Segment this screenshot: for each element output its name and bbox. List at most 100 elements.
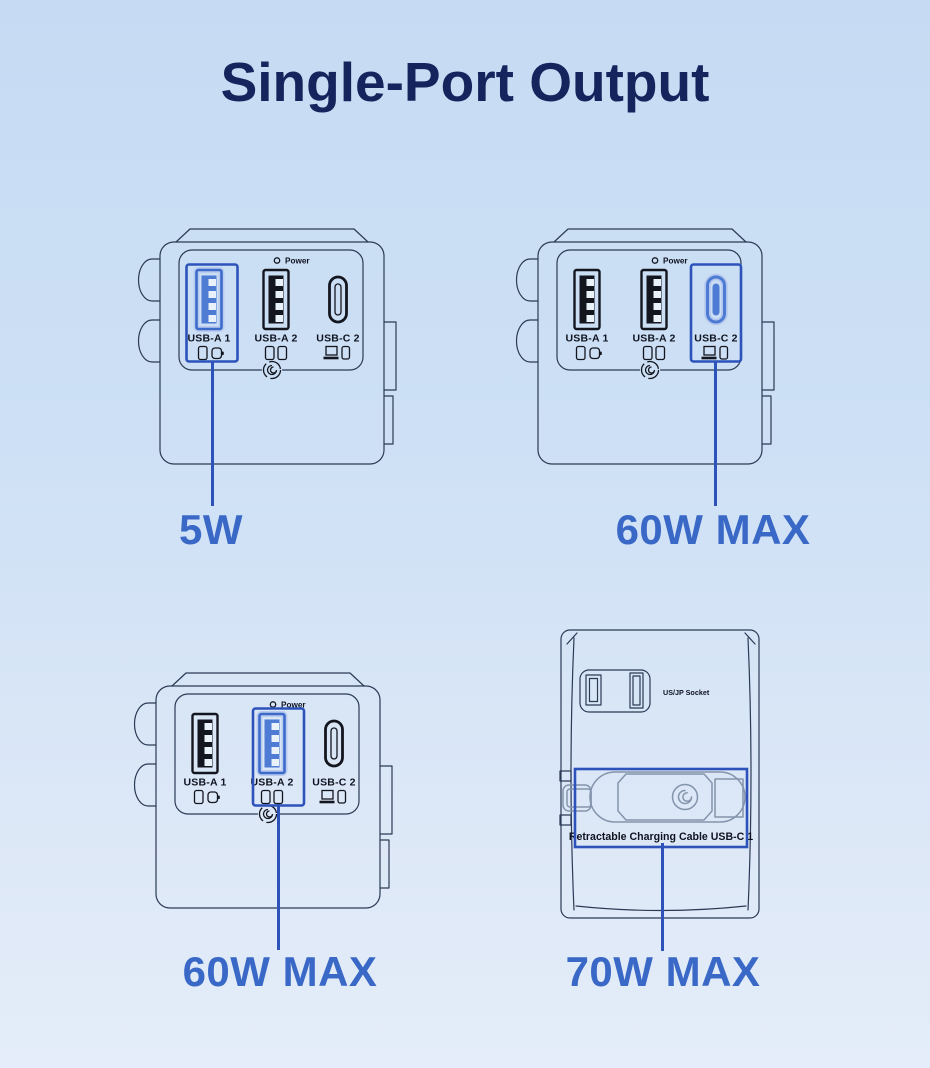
wattage-label-usb-a2: 60W MAX — [182, 948, 378, 995]
brand-swirl-icon — [671, 783, 699, 811]
watch-icon — [207, 791, 219, 804]
socket-slot-left — [585, 674, 602, 706]
page-title: Single-Port Output — [220, 51, 710, 113]
eu-pin-top — [515, 258, 539, 302]
usb-a1-port: USB-A 1 — [183, 712, 226, 805]
phone-icon — [197, 345, 208, 361]
usb-a1-port-highlighted: USB-A 1 — [187, 267, 230, 361]
body-top-face — [175, 228, 369, 243]
phone-icon — [277, 345, 288, 361]
watch-crown — [217, 795, 220, 800]
adapter-body — [137, 228, 397, 465]
laptop-icon — [703, 345, 716, 356]
phone-icon — [655, 345, 666, 361]
wattage-label-usb-c2: 60W MAX — [615, 506, 811, 553]
port-label: USB-A 2 — [254, 333, 297, 345]
adapter-figure-usb-a2: Power USB-A 1 — [126, 670, 398, 927]
brand-swirl-icon — [262, 360, 282, 380]
phone-icon — [264, 345, 275, 361]
usb-a-contact-block — [579, 275, 595, 324]
brand-logo — [258, 804, 278, 824]
usb-c-port-outline — [706, 275, 726, 324]
body-top-face — [171, 672, 365, 687]
laptop-icon — [321, 789, 334, 800]
power-indicator: Power — [651, 257, 688, 266]
eu-pin-top — [137, 258, 161, 302]
watch-crown — [221, 351, 224, 356]
cable-stadium — [589, 771, 746, 823]
socket-label: US/JP Socket — [663, 688, 710, 697]
phone-icon — [337, 789, 347, 804]
front-panel — [556, 249, 742, 371]
pin-slider-tabs — [383, 321, 397, 445]
usb-a2-port: USB-A 2 — [254, 268, 297, 361]
highlight-box-usb-c2 — [689, 263, 743, 363]
eu-pin-bottom — [133, 763, 157, 807]
power-label: Power — [663, 257, 688, 266]
power-label: Power — [285, 257, 310, 266]
us-socket: US/JP Socket — [579, 669, 710, 713]
usb-c-inner-tongue — [334, 283, 342, 316]
cable-clip-bottom — [559, 814, 572, 826]
brand-swirl-icon — [258, 804, 278, 824]
usb-c2-port: USB-C 2 — [312, 719, 356, 804]
usb-c-inner-tongue — [330, 727, 338, 760]
adapter-figure-usb-c2: Power USB-A 1 USB-A 2 — [508, 226, 780, 483]
watch-icon — [589, 347, 601, 360]
body-top-face — [553, 228, 747, 243]
body-outline — [159, 241, 385, 465]
front-panel — [178, 249, 364, 371]
edge-clips — [559, 770, 572, 826]
usb-a2-port: USB-A 2 — [632, 268, 675, 361]
port-label: USB-C 2 — [694, 333, 737, 345]
power-led — [651, 257, 659, 264]
adapter-body — [133, 672, 393, 909]
phone-icon — [273, 789, 284, 805]
wattage-label-usb-a1: 5W — [179, 506, 243, 553]
adapter-port-panel-drawing: Power USB-A 1 — [137, 228, 397, 465]
usb-a-contact-block — [268, 275, 284, 324]
adapter-port-panel-drawing: Power USB-A 1 USB-A 2 — [515, 228, 775, 465]
usb-a-contact-block — [197, 719, 213, 768]
port-label: USB-A 2 — [632, 333, 675, 345]
right-edge-curve — [747, 637, 752, 911]
socket-slot-right — [629, 672, 644, 709]
eu-pin-top — [133, 702, 157, 746]
top-corner-ticks — [566, 632, 756, 645]
body-outline — [537, 241, 763, 465]
wattage-label-usb-c1: 70W MAX — [565, 948, 761, 995]
phone-icon — [642, 345, 653, 361]
highlight-box-usb-a1 — [185, 263, 239, 363]
phone-icon — [260, 789, 271, 805]
cable-clip-top — [559, 770, 572, 782]
adapter-port-panel-drawing: Power USB-A 1 — [133, 672, 393, 909]
port-label: USB-C 2 — [316, 333, 359, 345]
usb-a-port-outline — [195, 268, 223, 331]
watch-crown — [599, 351, 602, 356]
usb-a-port-outline — [640, 268, 668, 331]
brand-logo — [262, 360, 282, 380]
pin-slider-tabs — [761, 321, 775, 445]
eu-pin-bottom — [515, 319, 539, 363]
callout-line-usb-a1 — [211, 362, 214, 506]
callout-line-usb-a2 — [277, 804, 280, 950]
usb-a-port-outline — [573, 268, 601, 331]
retractable-cable: Retractable Charging Cable USB-C 1 — [562, 771, 753, 843]
pin-slider-tabs — [379, 765, 393, 889]
port-label: USB-A 1 — [187, 333, 230, 345]
brand-swirl-icon — [640, 360, 660, 380]
cable-slot — [714, 778, 744, 818]
adapter-figure-usb-a1: Power USB-A 1 — [130, 226, 402, 483]
usb-a-port-outline — [191, 712, 219, 775]
cable-connector-body — [617, 773, 713, 821]
port-label: USB-A 1 — [183, 777, 226, 789]
port-label: USB-C 2 — [312, 777, 355, 789]
power-label: Power — [281, 701, 306, 710]
body-outline — [155, 685, 381, 909]
usb-c-inner-tongue — [712, 283, 720, 316]
brand-logo — [640, 360, 660, 380]
phone-icon — [575, 345, 586, 361]
cable-label: Retractable Charging Cable USB-C 1 — [569, 831, 753, 843]
usb-a1-port: USB-A 1 — [565, 268, 608, 361]
